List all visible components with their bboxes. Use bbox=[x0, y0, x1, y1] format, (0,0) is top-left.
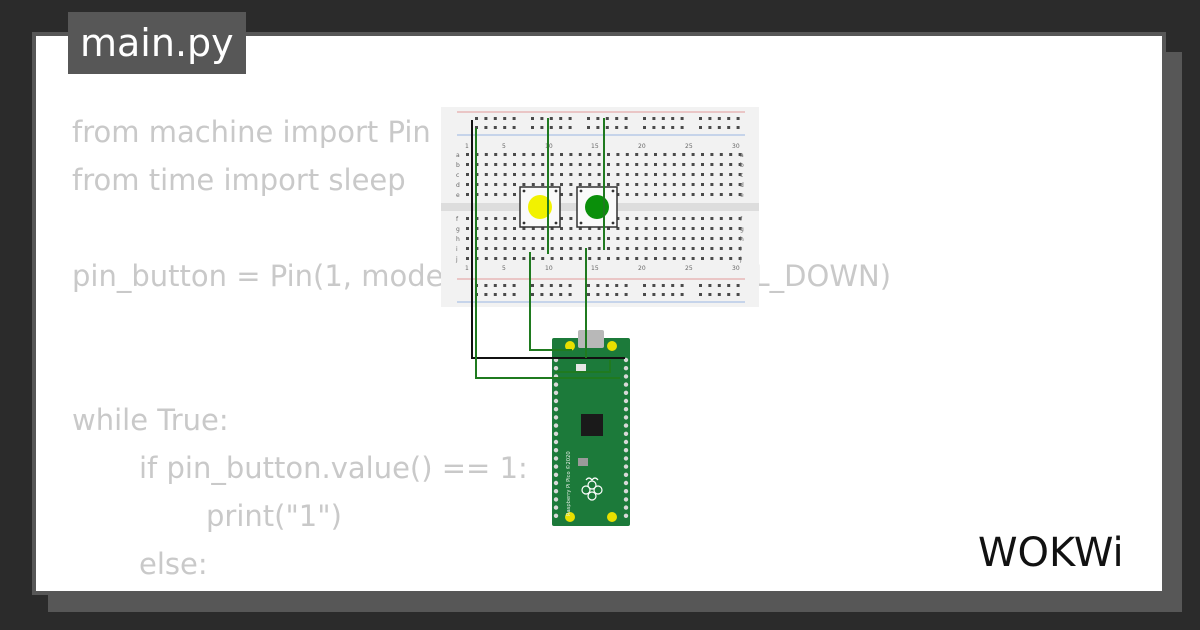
column-number: 20 bbox=[638, 143, 646, 150]
row-letter: e bbox=[456, 192, 460, 199]
row-letter: e bbox=[740, 192, 744, 199]
column-number: 30 bbox=[732, 265, 740, 272]
breadboard: 1 5 10 15 20 25 30 1 5 10 15 20 25 30 a … bbox=[441, 107, 759, 307]
row-letter: c bbox=[456, 172, 459, 179]
mounting-hole bbox=[607, 341, 617, 351]
column-number: 1 bbox=[465, 143, 469, 150]
raspberry-logo-icon bbox=[581, 477, 603, 501]
wokwi-logo-text: WOKWi bbox=[978, 530, 1124, 576]
row-letter: c bbox=[740, 172, 743, 179]
column-number: 25 bbox=[685, 143, 693, 150]
code-line bbox=[72, 300, 891, 348]
column-number: 15 bbox=[591, 143, 599, 150]
code-line: from machine import Pin bbox=[72, 115, 431, 149]
column-number: 5 bbox=[502, 265, 506, 272]
wokwi-logo: WOKWi bbox=[978, 530, 1124, 576]
code-line: if pin_button.value() == 1: bbox=[139, 451, 528, 485]
row-letter: j bbox=[455, 256, 458, 263]
rp2040-chip bbox=[581, 414, 603, 436]
column-number: 30 bbox=[732, 143, 740, 150]
code-line: from time import sleep bbox=[72, 163, 406, 197]
column-number: 20 bbox=[638, 265, 646, 272]
usb-port bbox=[578, 330, 604, 348]
code-line: while True: bbox=[72, 403, 229, 437]
row-letter: g bbox=[456, 226, 460, 233]
row-letter: h bbox=[740, 236, 744, 243]
file-tab[interactable]: main.py bbox=[68, 12, 246, 74]
mounting-hole bbox=[607, 512, 617, 522]
row-letter: i bbox=[740, 246, 742, 253]
row-letter: a bbox=[456, 152, 460, 159]
pico-label: Raspberry Pi Pico ©2020 bbox=[565, 451, 572, 516]
row-letter: b bbox=[456, 162, 460, 169]
pico-pins bbox=[553, 357, 629, 518]
row-letter: h bbox=[456, 236, 460, 243]
code-line bbox=[72, 348, 891, 396]
row-letter: g bbox=[740, 226, 744, 233]
yellow-pushbutton[interactable] bbox=[519, 186, 561, 228]
column-number: 10 bbox=[545, 143, 553, 150]
code-line: print("1") bbox=[206, 499, 342, 533]
row-letter: f bbox=[456, 216, 459, 223]
row-letter: b bbox=[740, 162, 744, 169]
led bbox=[576, 364, 586, 372]
raspberry-pi-pico: Raspberry Pi Pico ©2020 bbox=[552, 330, 630, 526]
column-number: 15 bbox=[591, 265, 599, 272]
row-letter: j bbox=[739, 256, 742, 263]
code-line: else: bbox=[139, 547, 208, 581]
green-pushbutton[interactable] bbox=[576, 186, 618, 228]
column-number: 10 bbox=[545, 265, 553, 272]
row-letter: a bbox=[740, 152, 744, 159]
row-letter: d bbox=[456, 182, 460, 189]
row-letter: d bbox=[740, 182, 744, 189]
flash-chip bbox=[578, 458, 588, 466]
column-number: 25 bbox=[685, 265, 693, 272]
mounting-hole bbox=[565, 341, 575, 351]
mounting-hole bbox=[565, 512, 575, 522]
column-number: 1 bbox=[465, 265, 469, 272]
row-letter: f bbox=[740, 216, 743, 223]
row-letter: i bbox=[456, 246, 458, 253]
column-number: 5 bbox=[502, 143, 506, 150]
